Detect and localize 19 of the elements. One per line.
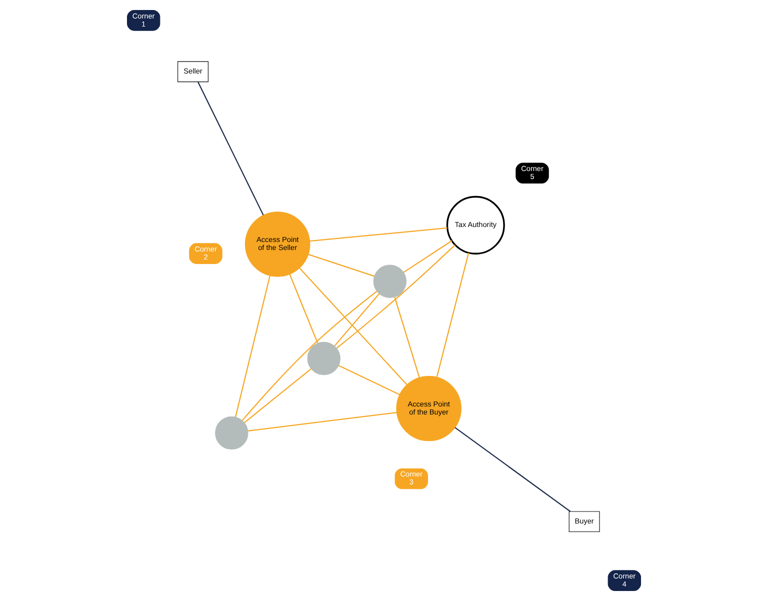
connector: [248, 412, 397, 432]
connector: [308, 254, 374, 277]
connector: [436, 252, 470, 378]
connector: [454, 427, 571, 512]
connector: [198, 82, 264, 216]
connector: [338, 365, 400, 396]
connector: [310, 227, 448, 242]
connector: [299, 268, 408, 386]
connector: [336, 244, 456, 349]
node-circle: [373, 264, 406, 298]
connector: [242, 291, 378, 421]
connector: [394, 297, 420, 378]
connector: [244, 368, 312, 424]
connector: [289, 274, 318, 344]
node-circle: [215, 416, 248, 450]
connector: [234, 276, 270, 418]
node-circle: [307, 342, 340, 376]
connector: [334, 294, 380, 346]
connector: [403, 240, 452, 273]
